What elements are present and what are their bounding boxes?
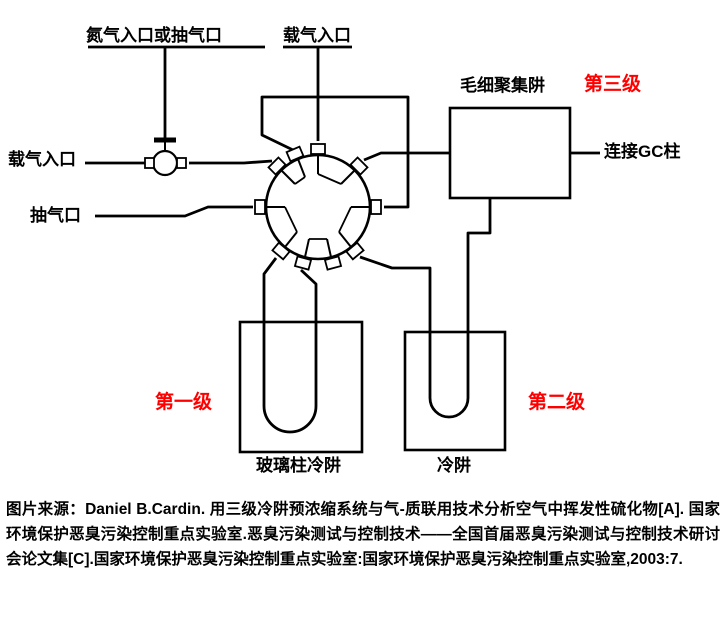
capillary-trap-label: 毛细聚集阱 (460, 76, 545, 95)
carrier-gas-top-label: 载气入口 (283, 26, 351, 45)
capillary-trap-box (448, 106, 572, 200)
overhead-loop-line (260, 95, 410, 209)
valve-to-rotary-line (189, 159, 273, 165)
stage3-label: 第三级 (584, 74, 642, 95)
rotary-valve-ports (254, 143, 382, 271)
glass-trap-box (238, 320, 364, 454)
source-caption: 图片来源：Daniel B.Cardin. 用三级冷阱预浓缩系统与气-质联用技术… (6, 501, 720, 569)
pump-port-label: 抽气口 (30, 206, 81, 225)
glass-trap-label: 玻璃柱冷阱 (256, 456, 341, 475)
rotary-valve (254, 143, 382, 271)
pump-port-line (95, 205, 253, 218)
cold-trap-u-tube (359, 198, 492, 419)
cold-trap-box (403, 330, 507, 452)
cold-trap-label: 冷阱 (437, 456, 471, 475)
glass-trap-u-tube (262, 257, 318, 434)
nitrogen-inlet-label: 氮气入口或抽气口 (86, 26, 222, 45)
shutoff-valve (144, 137, 187, 177)
gc-column-label: 连接GC柱 (604, 142, 681, 161)
stage1-label: 第一级 (155, 392, 213, 413)
stage2-label: 第二级 (528, 392, 586, 413)
carrier-gas-left-label: 载气入口 (8, 150, 76, 169)
preconcentrator-schematic (85, 45, 600, 454)
